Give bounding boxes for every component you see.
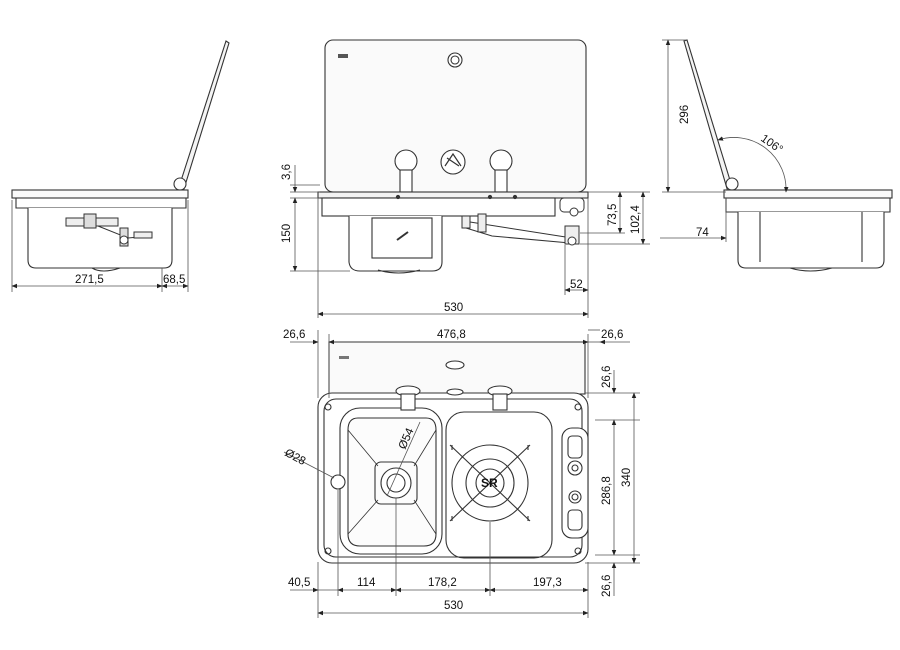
burner-grid [449,444,531,522]
tap-hole [330,474,346,490]
dim-height: 150 [281,224,293,243]
dim-x3: 178,2 [428,577,457,589]
dim-total-drop: 102,4 [630,205,642,234]
lid [683,39,734,193]
basin [27,208,173,269]
dim-tap-offset: 52 [570,279,583,291]
side-view-left: 271,5 68,5 [11,40,230,292]
gas-tap-assembly [65,213,153,247]
dim-right-margin: 26,6 [601,329,623,341]
dim-angle: 106° [758,133,784,156]
burner-label: SR [481,476,498,490]
top-view: SR [283,329,640,618]
dim-tap-drop: 73,5 [607,204,619,226]
burner-knobs [394,149,513,193]
dim-lid-gap: 3,6 [281,164,293,180]
lid-handle [447,52,463,68]
dim-x1: 40,5 [288,577,310,589]
dim-total-depth: 340 [621,468,633,487]
dim-width: 271,5 [75,274,104,286]
control-strip [561,427,589,539]
safety-symbol-icon [446,388,464,396]
dim-x2: 114 [357,577,376,589]
burner-tray [445,411,553,559]
dim-bottom-margin: 26,6 [601,575,613,597]
dim-inner-depth: 286,8 [601,476,613,505]
dim-hole-dia: Ø28 [283,447,308,468]
basin [737,212,885,269]
dim-height: 296 [679,105,691,124]
dim-width: 530 [444,600,463,612]
rim [11,189,189,199]
lid [177,40,230,193]
hinge [173,177,187,191]
dim-inner-width: 476,8 [437,329,466,341]
dim-left-margin: 26,6 [283,329,305,341]
dim-depth: 74 [696,227,709,239]
front-view: 3,6 150 73,5 102,4 52 530 [281,39,650,318]
drain [380,467,412,499]
dim-x4: 197,3 [533,577,562,589]
rim [723,189,893,199]
gas-tap [461,197,585,246]
dim-offset: 68,5 [163,274,185,286]
dim-width: 530 [444,302,463,314]
dim-top-margin: 26,6 [601,366,613,388]
side-view-right: 296 106° 74 [660,39,893,272]
top-knobs [395,385,513,411]
rim [317,191,589,199]
hinge [725,177,739,191]
